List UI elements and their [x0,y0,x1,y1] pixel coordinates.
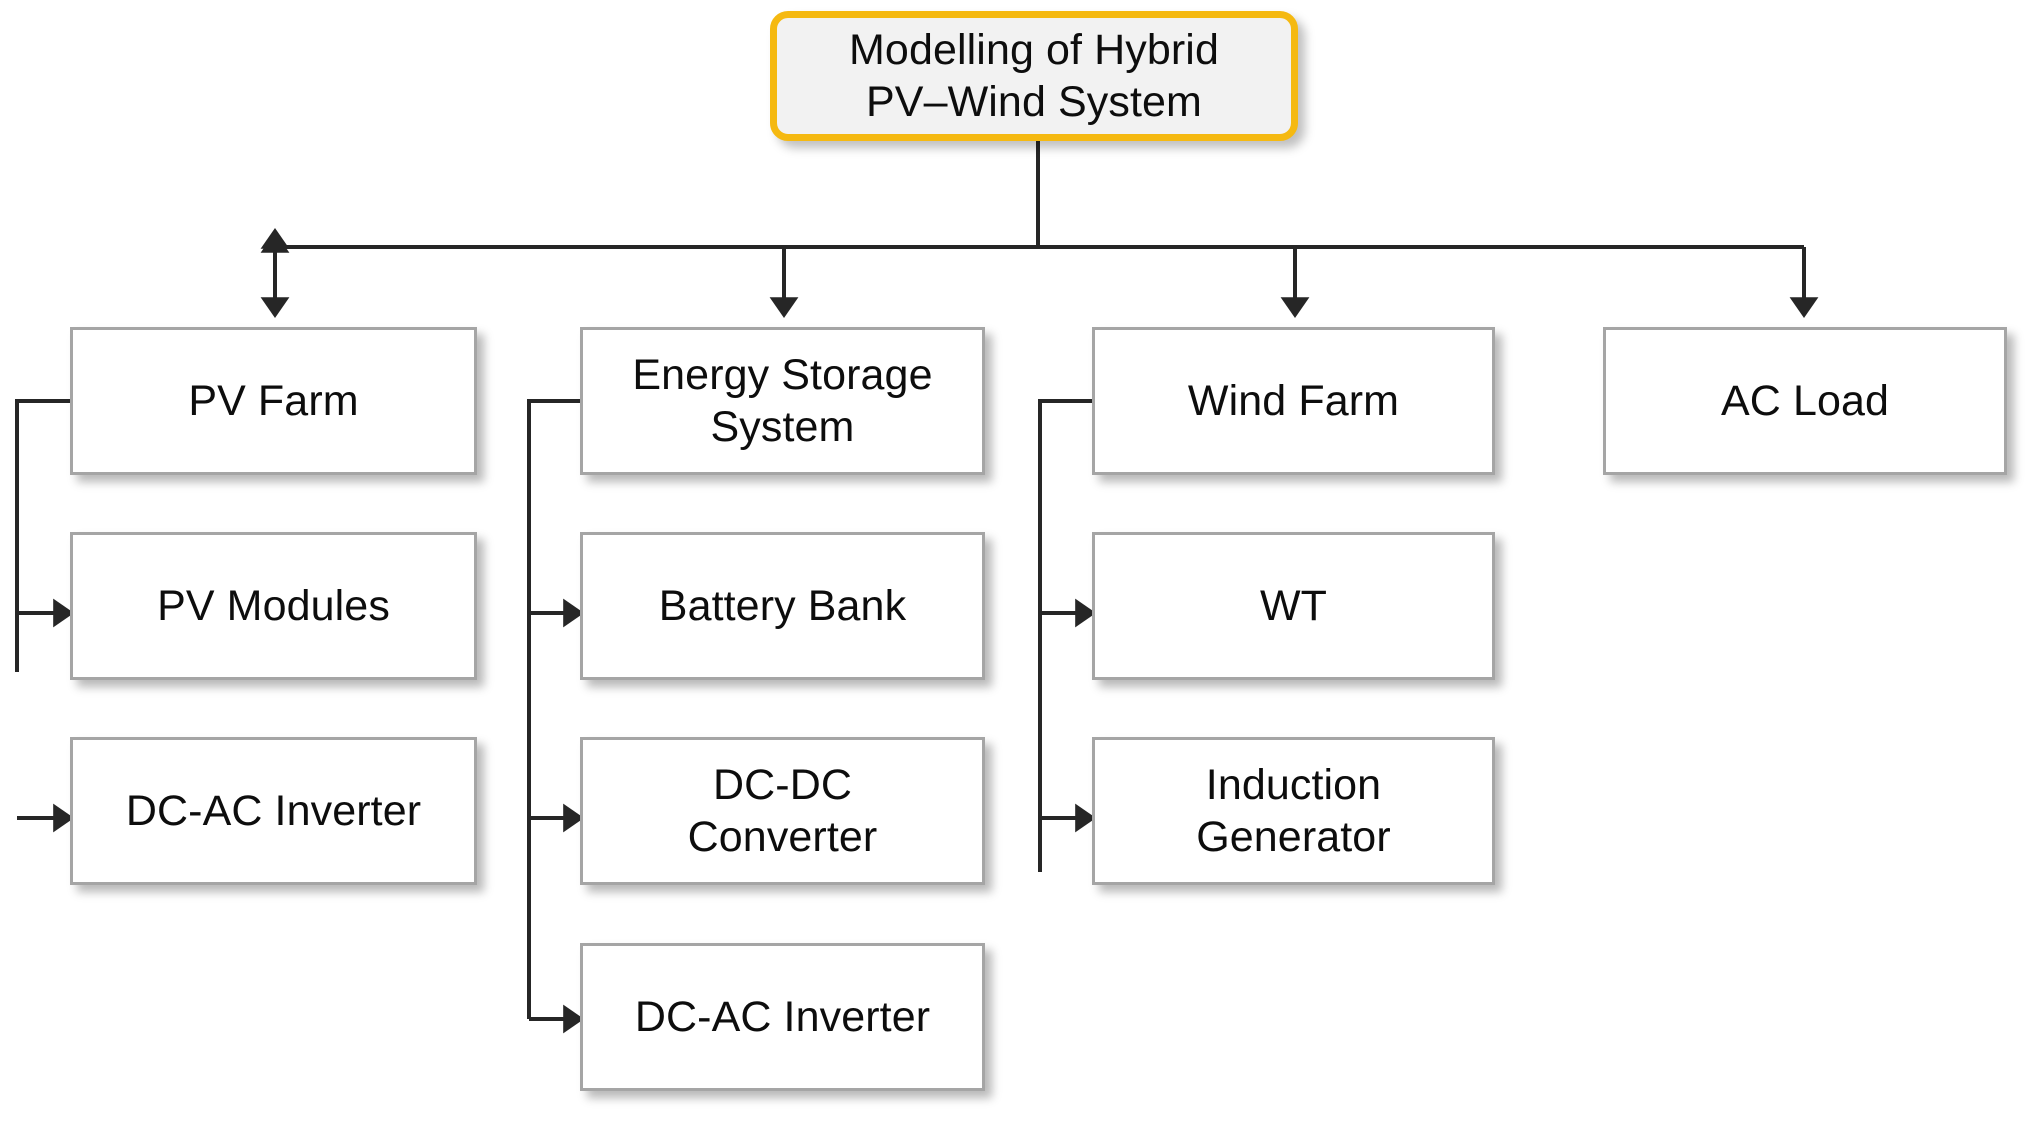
node-wind-farm-label: Wind Farm [1187,376,1400,425]
node-battery-bank-label: Battery Bank [658,581,907,630]
connector-wind-farm-bus [1038,399,1092,872]
node-ess-dc-ac-inverter[interactable]: DC-AC Inverter [580,943,985,1091]
node-induction-generator[interactable]: Induction Generator [1092,737,1495,885]
node-ac-load[interactable]: AC Load [1603,327,2007,475]
node-energy-storage-system-label: Energy Storage System [632,350,933,451]
node-pv-modules-label: PV Modules [157,581,390,630]
node-pv-modules[interactable]: PV Modules [70,532,477,680]
node-pv-farm-label: PV Farm [188,376,359,425]
node-wind-farm[interactable]: Wind Farm [1092,327,1495,475]
node-root[interactable]: Modelling of Hybrid PV–Wind System [770,11,1298,141]
node-dc-dc-converter-label: DC-DC Converter [687,760,878,861]
node-root-label: Modelling of Hybrid PV–Wind System [849,25,1219,126]
node-wt[interactable]: WT [1092,532,1495,680]
node-induction-generator-label: Induction Generator [1196,760,1391,861]
node-ac-load-label: AC Load [1720,376,1890,425]
node-battery-bank[interactable]: Battery Bank [580,532,985,680]
node-ess-dc-ac-inverter-label: DC-AC Inverter [634,992,931,1041]
node-dc-dc-converter[interactable]: DC-DC Converter [580,737,985,885]
connector-pv-farm-bus [15,399,70,672]
node-pv-dc-ac-inverter[interactable]: DC-AC Inverter [70,737,477,885]
node-wt-label: WT [1259,581,1328,630]
node-pv-farm[interactable]: PV Farm [70,327,477,475]
node-pv-dc-ac-inverter-label: DC-AC Inverter [125,786,422,835]
connector-ess-bus [527,399,580,1019]
node-energy-storage-system[interactable]: Energy Storage System [580,327,985,475]
